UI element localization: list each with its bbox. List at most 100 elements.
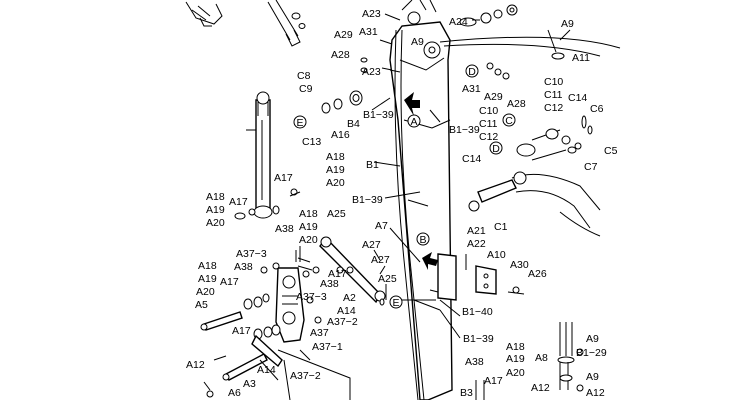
label-a37-1: A37−1: [312, 341, 343, 353]
label-a29-mid: A29: [484, 91, 503, 103]
label-a38-c: A38: [320, 278, 339, 290]
label-a29-top: A29: [334, 29, 353, 41]
label-a19-b: A19: [206, 204, 225, 216]
label-a17-b: A17: [229, 196, 248, 208]
label-a19-a: A19: [326, 164, 345, 176]
label-a17-f: A17: [484, 375, 503, 387]
label-b1-29: B1−29: [576, 347, 607, 359]
label-a18-b: A18: [206, 191, 225, 203]
label-a17-c: A17: [328, 268, 347, 280]
label-b1-39-a: B1−39: [363, 109, 394, 121]
label-a24: A24: [449, 16, 468, 28]
label-a9-top: A9: [561, 18, 574, 30]
label-a37: A37: [310, 327, 329, 339]
label-a38-b: A38: [234, 261, 253, 273]
label-a37-2-b: A37−2: [290, 370, 321, 382]
label-a3: A3: [243, 378, 256, 390]
boom-top-pins: [459, 4, 565, 80]
label-a18-c: A18: [299, 208, 318, 220]
label-a31-mid: A31: [462, 83, 481, 95]
label-a25-a: A25: [327, 208, 346, 220]
label-c7: C7: [584, 161, 598, 173]
label-c11-a: C11: [544, 89, 563, 101]
label-a6: A6: [228, 387, 241, 399]
label-c12-b: C12: [479, 131, 498, 143]
label-a10: A10: [487, 249, 506, 261]
svg-text:D: D: [468, 66, 476, 78]
label-a7: A7: [375, 220, 388, 232]
label-a19-e: A19: [506, 353, 525, 365]
flow-arrow-upper: [404, 92, 420, 116]
label-a28-top: A28: [331, 49, 350, 61]
label-a37-3-b: A37−3: [296, 291, 327, 303]
callout-b-mid: B: [416, 232, 430, 246]
label-a9-mid: A9: [411, 36, 424, 48]
label-a38-d: A38: [465, 356, 484, 368]
part-labels: A23 A24 A9 A11 A29 A31 A28 A9 A23 C8 C9 …: [186, 8, 618, 399]
label-a22: A22: [467, 238, 486, 250]
label-a25-b: A25: [378, 273, 397, 285]
label-a18-a: A18: [326, 151, 345, 163]
svg-text:E: E: [296, 117, 303, 129]
label-a21: A21: [467, 225, 486, 237]
label-a20-d: A20: [196, 286, 215, 298]
svg-text:B: B: [419, 234, 426, 246]
arm-cylinder-left: [234, 91, 298, 220]
callout-a-mid: A: [407, 114, 421, 128]
callout-c-right: C: [502, 113, 516, 127]
arm-lower-frame: [277, 349, 351, 400]
label-a9-bot-b: A9: [586, 371, 599, 383]
label-a28-mid: A28: [507, 98, 526, 110]
label-c13: C13: [302, 136, 321, 148]
bucket-partial-icon: [185, 1, 223, 27]
lower-right-hardware: [475, 322, 584, 400]
label-a12-a: A12: [186, 359, 205, 371]
label-a37-3-a: A37−3: [236, 248, 267, 260]
label-a20-a: A20: [326, 177, 345, 189]
link-plate-lower: [251, 334, 283, 381]
label-a16: A16: [331, 129, 350, 141]
callout-d-right: D: [489, 141, 503, 155]
pin-a5: [200, 311, 243, 331]
label-b4: B4: [347, 118, 360, 130]
label-a26: A26: [528, 268, 547, 280]
label-a2: A2: [343, 292, 356, 304]
label-a31-top: A31: [359, 26, 378, 38]
label-a20-b: A20: [206, 217, 225, 229]
label-a27-a: A27: [362, 239, 381, 251]
label-c14-b: C14: [462, 153, 481, 165]
svg-text:A: A: [410, 116, 417, 128]
label-c10-a: C10: [544, 76, 563, 88]
callout-d-upper: D: [465, 64, 479, 78]
pin-lower-left: [203, 381, 214, 398]
label-a18-d: A18: [198, 260, 217, 272]
label-c5: C5: [604, 145, 618, 157]
label-a17-a: A17: [274, 172, 293, 184]
label-b1-39-d: B1−39: [463, 333, 494, 345]
label-c12-a: C12: [544, 102, 563, 114]
flow-arrow-lower: [422, 252, 438, 270]
label-a37-2-a: A37−2: [327, 316, 358, 328]
label-a17-d: A17: [220, 276, 239, 288]
callout-e-lower: E: [389, 295, 403, 309]
label-a27-b: A27: [371, 254, 390, 266]
label-b1-39-b: B1−39: [449, 124, 480, 136]
label-c6: C6: [590, 103, 604, 115]
label-c14-a: C14: [568, 92, 587, 104]
callout-e-upper: E: [293, 115, 307, 129]
washer-stack-lower: [243, 262, 281, 340]
label-a9-bot-a: A9: [586, 333, 599, 345]
washer-stack-upper: [321, 57, 401, 114]
boom-cylinder-c1: [468, 115, 601, 237]
label-a14-b: A14: [257, 364, 276, 376]
label-a11: A11: [572, 52, 590, 64]
label-c8: C8: [297, 70, 311, 82]
label-c1: C1: [494, 221, 508, 233]
label-b1-40: B1−40: [462, 306, 493, 318]
label-a20-c: A20: [299, 234, 318, 246]
label-b1-39-c: B1−39: [352, 194, 383, 206]
svg-text:D: D: [492, 143, 500, 155]
label-a19-d: A19: [198, 273, 217, 285]
pin-a6: [222, 353, 268, 381]
